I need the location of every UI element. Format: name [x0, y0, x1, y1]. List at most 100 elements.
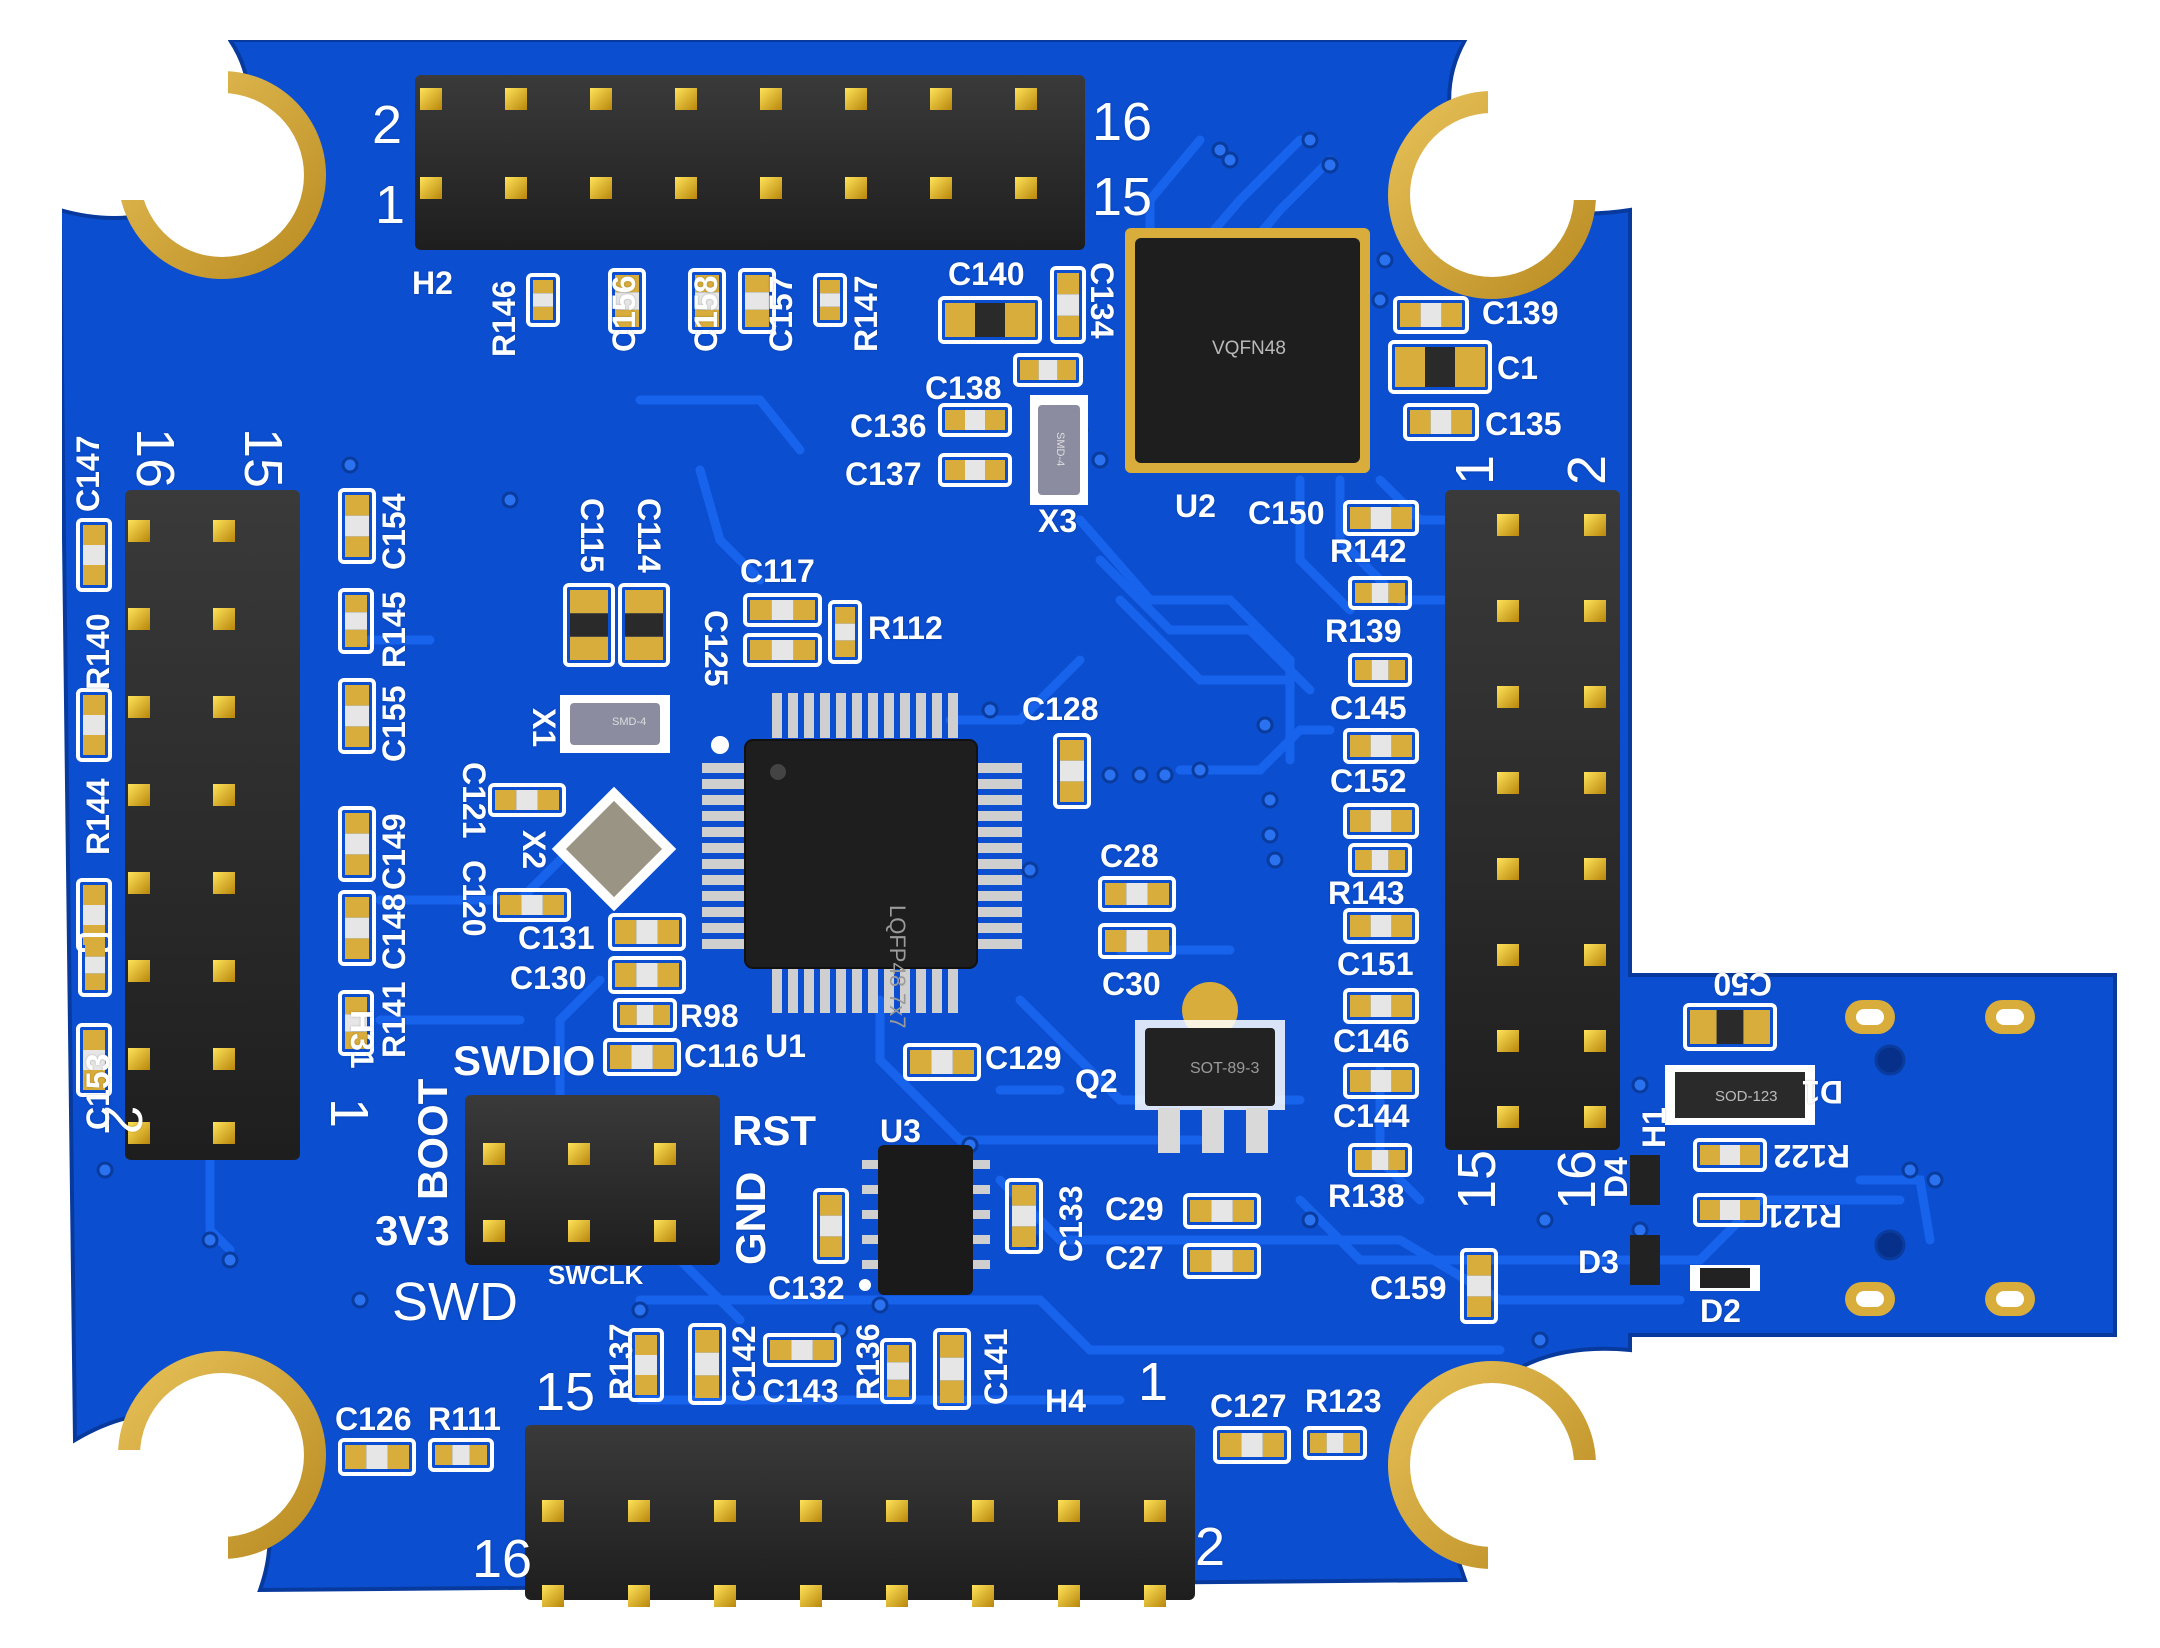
- passive-component: [1343, 908, 1419, 944]
- passive-component: [1098, 876, 1176, 912]
- passive-component: [608, 913, 686, 951]
- passive-component: [1013, 353, 1083, 387]
- h3-pin16: 16: [125, 428, 185, 489]
- passive-component: [763, 1333, 841, 1367]
- d1-package: SOD-123: [1715, 1088, 1778, 1105]
- ref-R138: R138: [1328, 1178, 1405, 1214]
- passive-component: [1303, 1426, 1367, 1460]
- passive-component: [933, 1328, 971, 1410]
- usb-area: [1630, 1000, 2035, 1316]
- ref-C135: C135: [1485, 406, 1562, 442]
- ref-C120: C120: [456, 860, 492, 937]
- ref-U3: U3: [880, 1113, 921, 1149]
- h1-pin2: 2: [1557, 454, 1617, 485]
- ref-R140: R140: [80, 613, 116, 691]
- passive-component: [76, 518, 112, 592]
- passive-component: [1403, 403, 1479, 441]
- passive-component: [608, 268, 646, 334]
- ref-D2: D2: [1700, 1293, 1741, 1329]
- h4-pin15: 15: [535, 1362, 596, 1422]
- ref-C29: C29: [1105, 1191, 1164, 1227]
- ref-C152: C152: [1330, 763, 1407, 799]
- x1-package: SMD-4: [612, 716, 647, 728]
- h2-pin1: 1: [375, 175, 406, 235]
- passive-component: [428, 1438, 494, 1472]
- passive-component: [1005, 1178, 1043, 1254]
- ref-C121: C121: [456, 762, 492, 839]
- h2-pin2: 2: [372, 95, 403, 155]
- passive-component: [813, 1188, 849, 1264]
- passive-component: [1343, 988, 1419, 1024]
- passive-component: [1183, 1193, 1261, 1229]
- passive-component: [338, 488, 376, 564]
- ref-C146: C146: [1333, 1023, 1410, 1059]
- ref-D1: D1: [1802, 1074, 1843, 1110]
- header-h3: [125, 490, 300, 1160]
- ref-R122: R122: [1773, 1138, 1851, 1174]
- passive-component: [493, 888, 571, 922]
- passive-component: [1348, 843, 1412, 877]
- passive-component: [338, 890, 376, 966]
- ref-C115: C115: [574, 498, 610, 573]
- ref-C153: C153: [80, 1053, 116, 1131]
- ref-D4: D4: [1598, 1157, 1634, 1198]
- passive-component: [938, 403, 1012, 437]
- passive-component: [1098, 923, 1176, 959]
- ref-R147: R147: [848, 275, 884, 353]
- ref-C157: C157: [763, 275, 799, 353]
- ref-C144: C144: [1333, 1098, 1410, 1134]
- ref-C127: C127: [1210, 1388, 1287, 1424]
- passive-component: [1693, 1193, 1767, 1227]
- h2-name: H2: [412, 265, 453, 301]
- ref-C151: C151: [1337, 946, 1414, 982]
- ref-C116: C116: [684, 1038, 759, 1074]
- ref-U2: U2: [1175, 488, 1216, 524]
- passive-component: [1683, 1003, 1777, 1051]
- ref-C158: C158: [688, 275, 724, 353]
- passive-component: [526, 273, 560, 327]
- ref-C126: C126: [335, 1401, 412, 1437]
- passive-component: [1693, 1138, 1767, 1172]
- passive-component: [880, 1338, 916, 1404]
- ref-C147: C147: [70, 435, 106, 513]
- passive-component: [338, 990, 374, 1056]
- ref-C156: C156: [606, 275, 642, 353]
- ref-R111: R111: [428, 1401, 501, 1437]
- h2-pin16: 16: [1092, 92, 1153, 152]
- chip-q2: [1135, 982, 1285, 1153]
- ref-C142: C142: [726, 1325, 762, 1403]
- passive-component: [1343, 500, 1419, 536]
- ref-R145: R145: [376, 591, 412, 669]
- ref-C138: C138: [925, 370, 1002, 406]
- passive-component: [938, 453, 1012, 487]
- h4-pin16: 16: [472, 1529, 533, 1589]
- swd-boot: BOOT: [409, 1078, 456, 1200]
- ref-C129: C129: [985, 1040, 1062, 1076]
- ref-C139: C139: [1482, 295, 1559, 331]
- passive-component: [1388, 340, 1492, 394]
- chip-u2: [1125, 228, 1370, 473]
- ref-C150: C150: [1248, 495, 1325, 531]
- passive-component: [1050, 266, 1086, 344]
- passives: [76, 266, 1777, 1476]
- ref-X2: X2: [516, 830, 552, 870]
- passive-component: [903, 1043, 981, 1081]
- ref-U1: U1: [765, 1028, 806, 1064]
- h4-pin1: 1: [1138, 1352, 1169, 1412]
- ref-D3: D3: [1578, 1244, 1619, 1280]
- passive-component: [1343, 1063, 1419, 1099]
- ref-C155: C155: [376, 685, 412, 763]
- ref-R144: R144: [80, 778, 116, 856]
- ref-C148: C148: [376, 893, 412, 971]
- ref-C114: C114: [631, 498, 667, 573]
- passive-component: [338, 806, 376, 882]
- swd-swdio: SWDIO: [453, 1037, 596, 1084]
- h3-name: H31: [344, 1010, 380, 1069]
- header-h1: [1445, 490, 1620, 1150]
- ref-X3: X3: [1038, 503, 1078, 539]
- ref-C140: C140: [948, 256, 1025, 292]
- ref-R142: R142: [1330, 533, 1407, 569]
- swd-swclk: SWCLK: [548, 1260, 644, 1290]
- chip-u1: [702, 693, 1022, 1013]
